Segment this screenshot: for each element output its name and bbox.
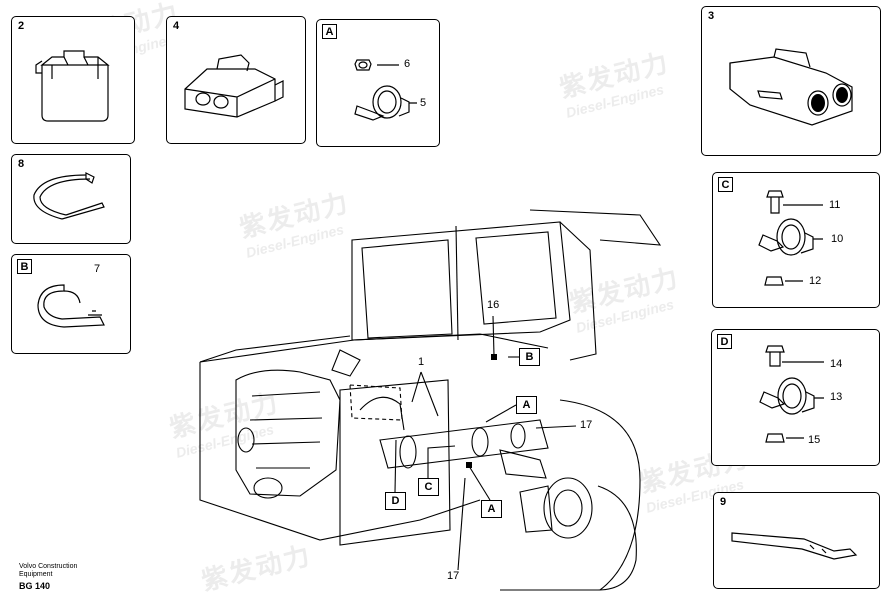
detail-ref-a-lower: A xyxy=(481,500,502,518)
callout-16: 16 xyxy=(487,299,499,311)
callout-17-lower: 17 xyxy=(447,570,459,582)
callout-1: 1 xyxy=(418,356,424,368)
footer-code: BG 140 xyxy=(19,582,77,590)
detail-ref-b: B xyxy=(519,348,540,366)
detail-ref-d: D xyxy=(385,492,406,510)
footer-caption: Volvo Construction Equipment BG 140 xyxy=(19,563,77,590)
callout-17-upper: 17 xyxy=(580,419,592,431)
detail-ref-a-upper: A xyxy=(516,396,537,414)
footer-line-1: Volvo Construction xyxy=(19,563,77,571)
detail-ref-c: C xyxy=(418,478,439,496)
footer-line-2: Equipment xyxy=(19,571,77,579)
